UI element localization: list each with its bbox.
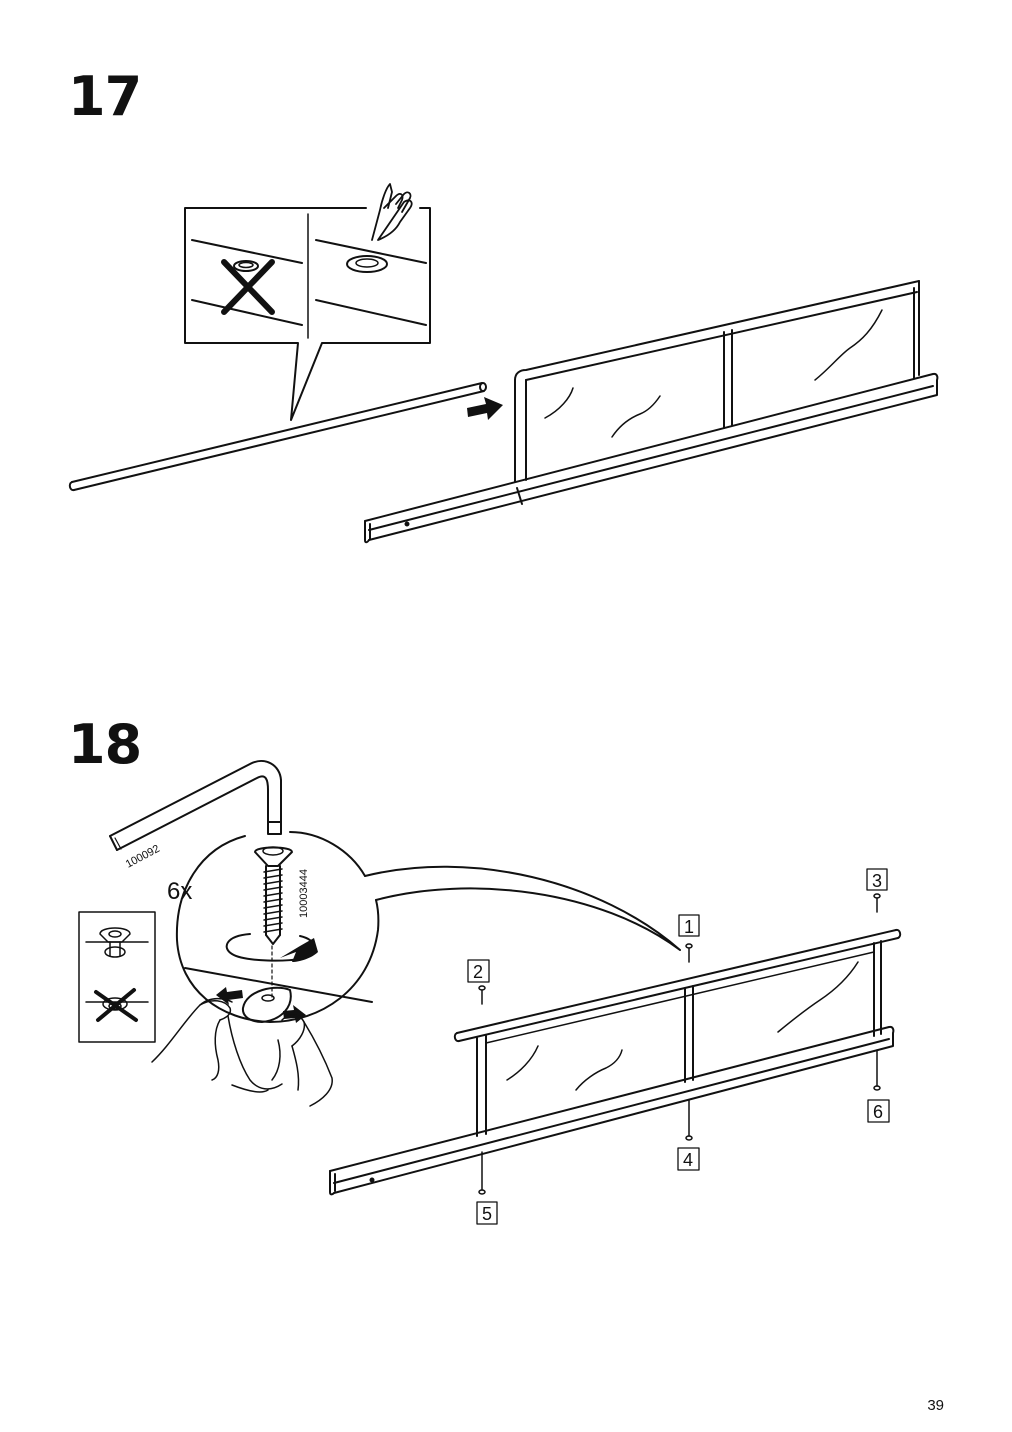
insert-arrow-icon (467, 397, 503, 420)
allen-key (109, 760, 282, 851)
pointing-hand-icon (371, 183, 413, 241)
position-label-2: 2 (473, 962, 483, 982)
screw-position-markers (478, 893, 881, 1195)
spread-left-arrow-icon (216, 987, 243, 1005)
position-label-5: 5 (482, 1204, 492, 1224)
spread-right-arrow-icon (283, 1005, 306, 1023)
zoom-circle (175, 831, 380, 1023)
position-label-4: 4 (683, 1150, 693, 1170)
screw (254, 846, 293, 945)
position-label-boxes (467, 868, 890, 1225)
guard-panel-assembled (329, 928, 902, 1196)
tool-code-label: 100092 (124, 843, 162, 871)
incorrect-screw-icon (85, 988, 149, 1022)
rail-rod (68, 382, 487, 492)
page-number: 39 (927, 1397, 944, 1414)
screw-code-label: 10003444 (298, 869, 310, 918)
step-17-illustration (68, 183, 939, 544)
step-18-number: 18 (68, 713, 142, 776)
rotate-clockwise-arrow-icon (225, 933, 318, 962)
correct-screw-icon (85, 927, 149, 958)
step-18-illustration: 100092 6x 10003444 (78, 760, 902, 1225)
position-label-6: 6 (873, 1102, 883, 1122)
screw-depth-inset (78, 911, 156, 1043)
incorrect-cross-icon (221, 259, 275, 315)
position-label-1: 1 (684, 917, 694, 937)
position-label-3: 3 (872, 871, 882, 891)
hands (151, 997, 333, 1107)
step-17-number: 17 (68, 65, 142, 128)
detail-callout (184, 183, 431, 421)
quantity-label: 6x (167, 878, 192, 905)
guard-panel (364, 280, 939, 544)
